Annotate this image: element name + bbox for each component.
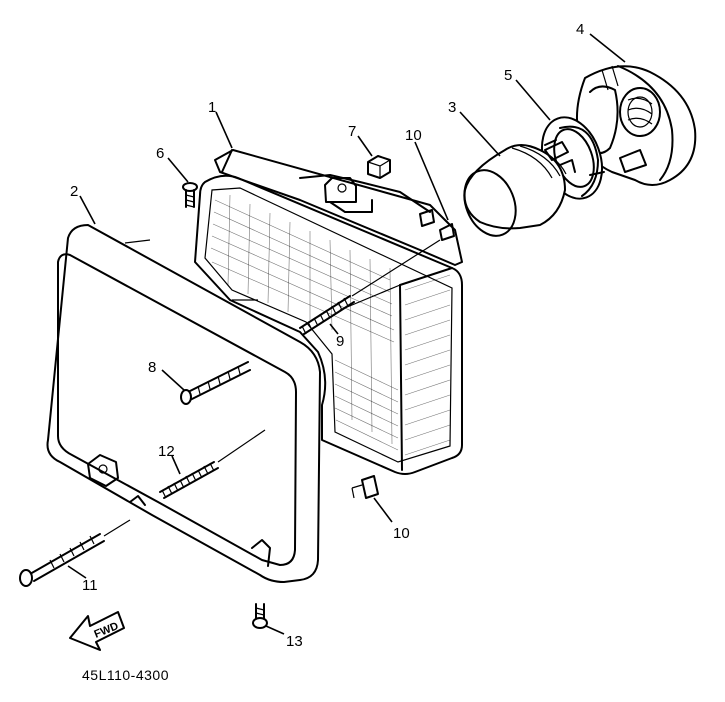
callout-8: 8 — [148, 359, 156, 376]
long-screw-11 — [19, 519, 131, 587]
leader-lines — [67, 33, 626, 635]
callout-4: 4 — [576, 21, 584, 38]
callout-12: 12 — [158, 443, 175, 460]
callout-10-lower: 10 — [393, 525, 410, 542]
fwd-arrow-icon: FWD — [69, 611, 125, 651]
callouts: 1 2 3 4 5 6 7 8 9 10 10 11 12 13 — [70, 21, 584, 650]
headlight-unit — [194, 149, 463, 475]
callout-9: 9 — [336, 333, 344, 350]
callout-7: 7 — [348, 123, 356, 140]
nut-7 — [367, 155, 391, 179]
spring-9 — [299, 239, 441, 335]
screw-6 — [182, 182, 198, 208]
adjust-screw-8 — [180, 361, 251, 405]
callout-3: 3 — [448, 99, 456, 116]
clip-nut-10-lower — [351, 475, 379, 499]
callout-1: 1 — [208, 99, 216, 116]
lens-pattern — [210, 194, 451, 456]
bulb-cover — [576, 65, 697, 186]
callout-6: 6 — [156, 145, 164, 162]
part-code: 45L110-4300 — [82, 667, 169, 683]
callout-2: 2 — [70, 183, 78, 200]
spring-12 — [159, 429, 266, 499]
screw-13 — [252, 603, 268, 629]
callout-5: 5 — [504, 67, 512, 84]
callout-11: 11 — [82, 577, 98, 594]
callout-13: 13 — [286, 633, 303, 650]
callout-10-upper: 10 — [405, 127, 422, 144]
bulb — [463, 141, 576, 237]
